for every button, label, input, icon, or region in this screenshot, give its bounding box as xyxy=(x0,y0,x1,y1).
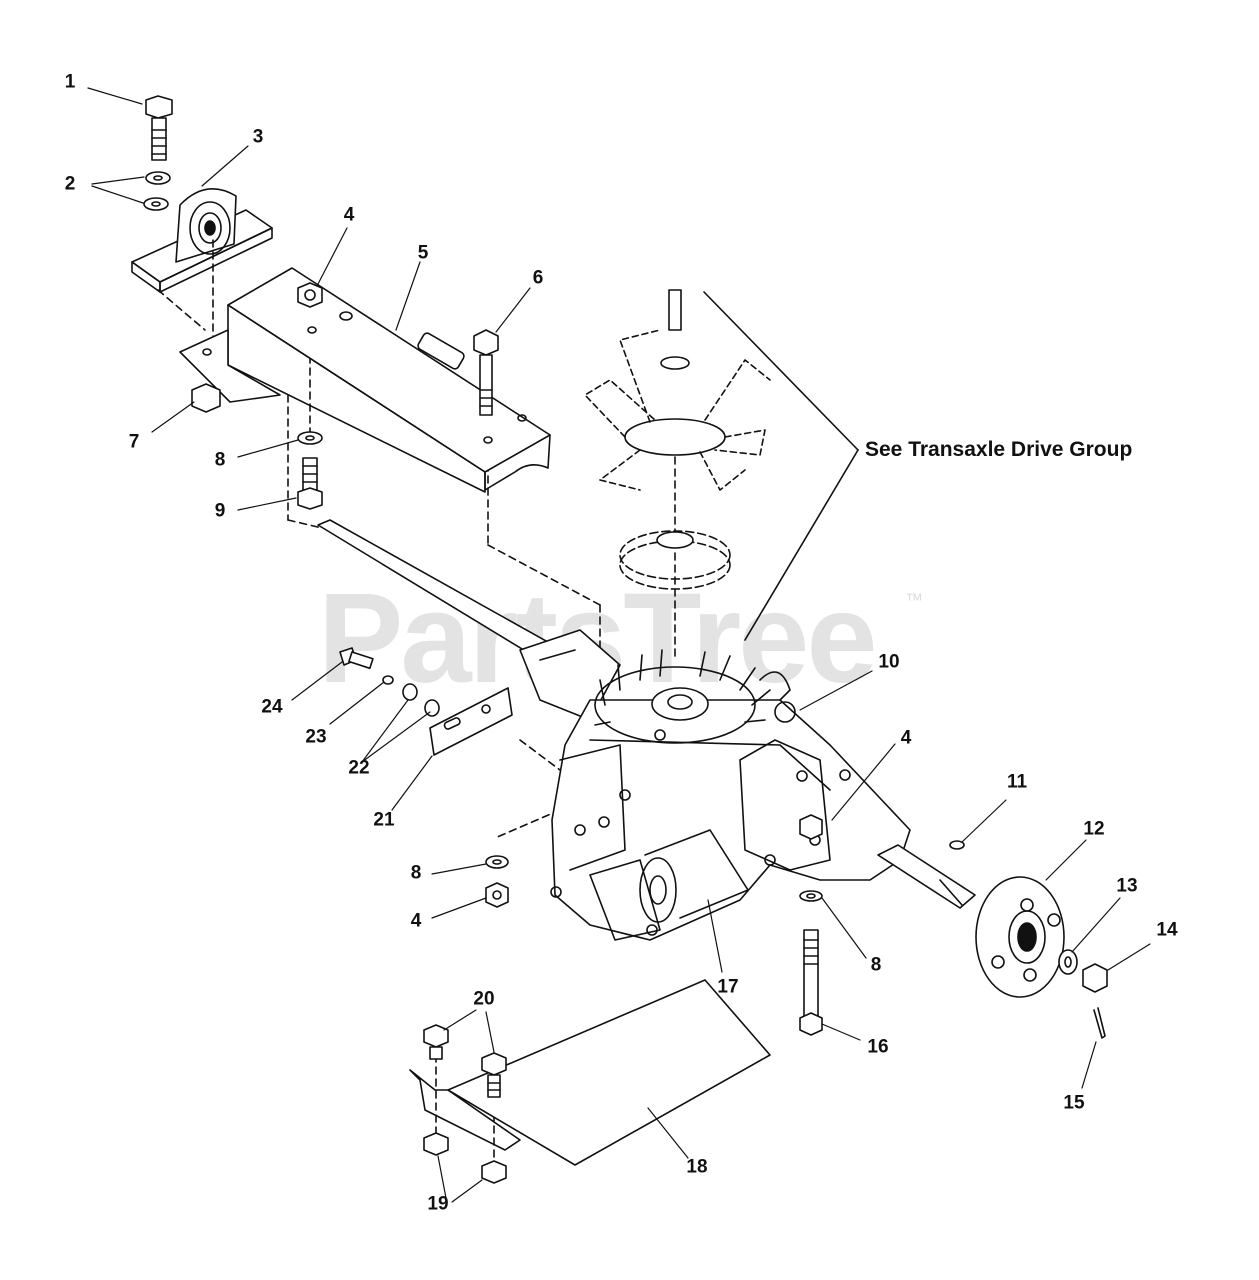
callout-23: 23 xyxy=(305,726,327,748)
callout-14: 14 xyxy=(1156,919,1178,941)
bracket-part-5 xyxy=(179,267,551,493)
motor-part-17 xyxy=(589,829,749,941)
nut-part-4-left xyxy=(485,882,509,908)
bearing-block-part-3 xyxy=(131,188,273,293)
leader-note-top xyxy=(703,291,859,451)
callout-3: 3 xyxy=(252,126,264,148)
key-part-11 xyxy=(949,840,965,850)
bolt-part-1 xyxy=(145,95,173,161)
bolt-part-6 xyxy=(473,329,499,416)
callout-18: 18 xyxy=(686,1156,708,1178)
nut-part-4-top xyxy=(297,282,323,308)
axle-shaft xyxy=(877,840,976,909)
callout-24: 24 xyxy=(261,696,283,718)
nut-part-7 xyxy=(191,383,221,413)
washer-part-8-right xyxy=(799,890,823,902)
transaxle-drive-group-note: See Transaxle Drive Group xyxy=(865,438,1133,461)
callout-7: 7 xyxy=(128,431,140,453)
callout-8-right: 8 xyxy=(870,954,882,976)
callout-20: 20 xyxy=(473,988,495,1010)
callout-2: 2 xyxy=(64,173,76,195)
callout-8-top: 8 xyxy=(214,449,226,471)
washer-part-22 xyxy=(402,683,440,717)
plate-part-18 xyxy=(409,979,771,1166)
leader-note-bottom xyxy=(744,449,859,641)
cotter-pin-part-15 xyxy=(1093,1007,1106,1039)
callout-5: 5 xyxy=(417,242,429,264)
callout-leaders xyxy=(87,87,1151,1203)
watermark-trademark: ™ xyxy=(905,590,923,610)
callout-11: 11 xyxy=(1006,771,1028,793)
washer-part-13 xyxy=(1058,949,1078,975)
callout-21: 21 xyxy=(373,809,395,831)
callout-22: 22 xyxy=(348,757,370,779)
nut-part-4-right xyxy=(799,814,823,840)
bolt-part-20a xyxy=(423,1024,449,1060)
callout-13: 13 xyxy=(1116,875,1138,897)
callout-10: 10 xyxy=(878,651,900,673)
nut-part-14 xyxy=(1082,963,1108,993)
callout-15: 15 xyxy=(1063,1092,1085,1114)
bolt-part-24 xyxy=(339,647,374,670)
callout-19: 19 xyxy=(427,1193,449,1215)
callout-4-top: 4 xyxy=(343,204,355,226)
callout-4-right: 4 xyxy=(900,727,912,749)
bolt-part-16 xyxy=(799,929,823,1036)
callout-9: 9 xyxy=(214,500,226,522)
pulley xyxy=(619,530,731,590)
washer-part-8-left xyxy=(485,855,509,869)
cooling-fan xyxy=(584,289,771,491)
callout-8-left: 8 xyxy=(410,862,422,884)
nut-part-19b xyxy=(481,1160,507,1184)
washer-part-2 xyxy=(143,171,171,211)
washer-part-23 xyxy=(382,675,394,685)
wheel-hub-part-12 xyxy=(975,876,1065,998)
bolt-part-20b xyxy=(481,1052,507,1098)
callout-17: 17 xyxy=(717,976,739,998)
callout-1: 1 xyxy=(64,71,76,93)
callout-4-left: 4 xyxy=(410,910,422,932)
callout-16: 16 xyxy=(867,1036,889,1058)
bolt-part-9 xyxy=(297,457,323,510)
nut-part-19a xyxy=(423,1132,449,1156)
callout-6: 6 xyxy=(532,267,544,289)
plate-part-21 xyxy=(429,687,513,756)
callout-12: 12 xyxy=(1083,818,1105,840)
input-shaft xyxy=(317,519,621,721)
washer-part-8-top xyxy=(297,431,323,445)
